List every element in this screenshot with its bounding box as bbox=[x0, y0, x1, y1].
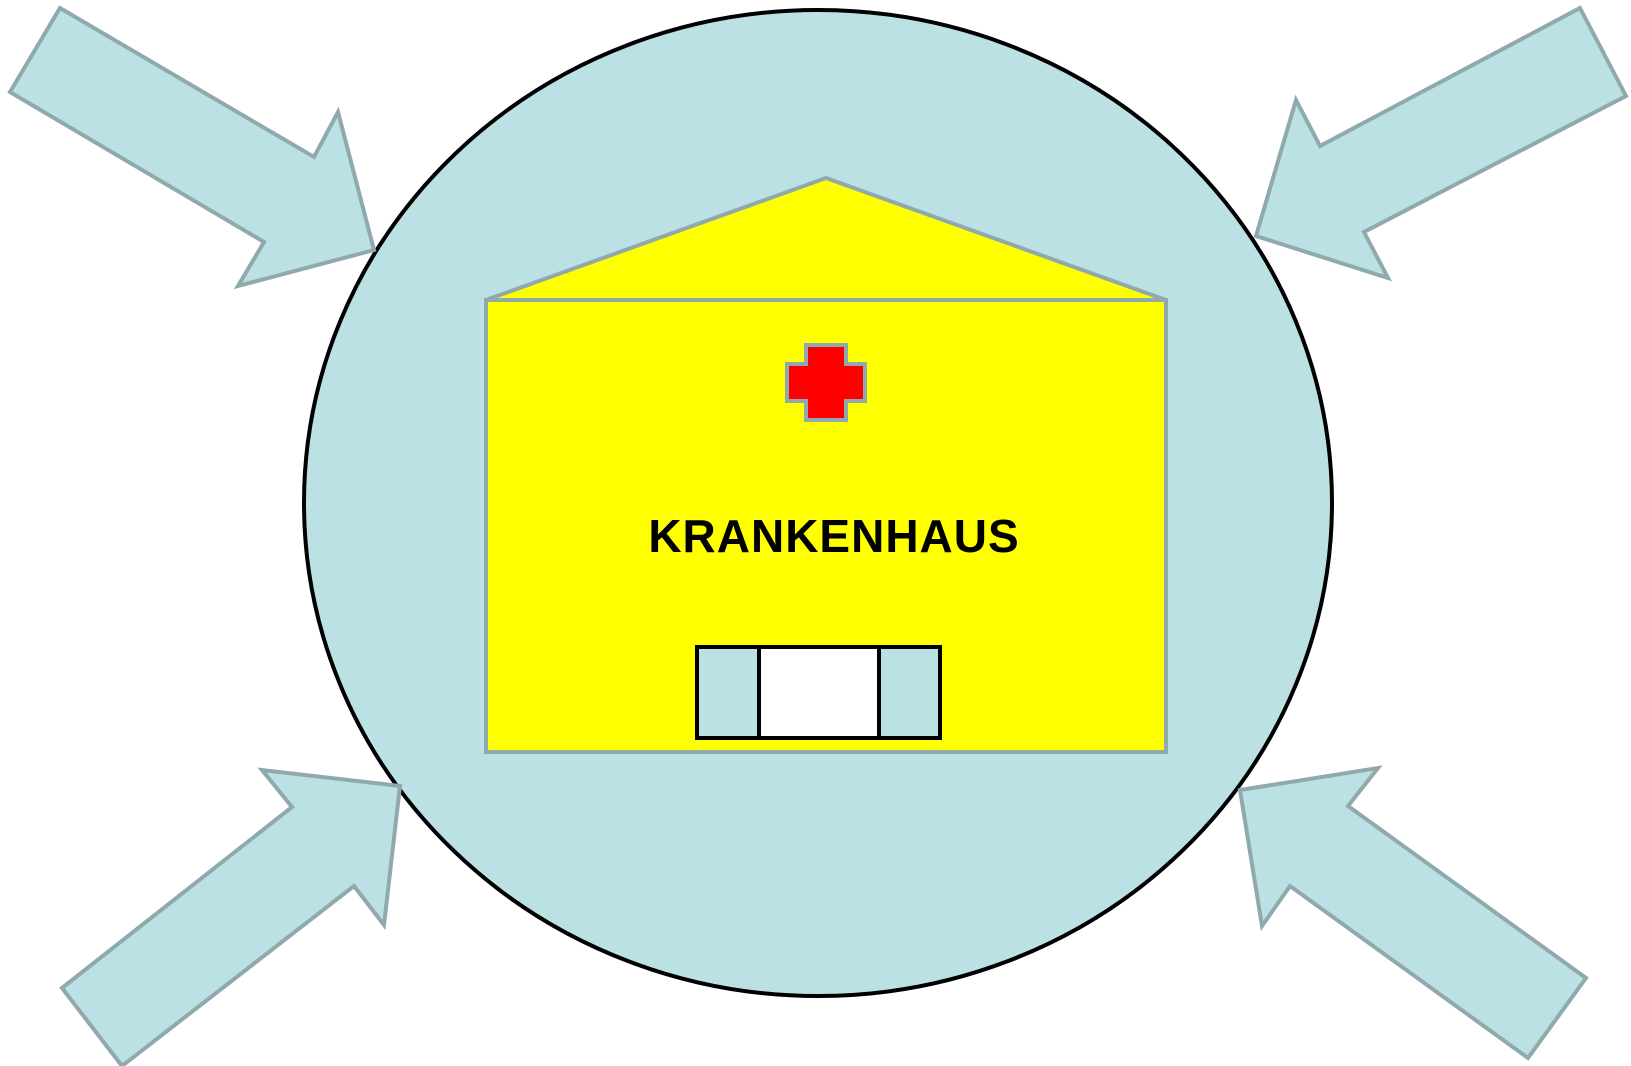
entrance-right-panel bbox=[879, 647, 940, 738]
arrow-top-right bbox=[1256, 8, 1626, 278]
arrow-bottom-right bbox=[1240, 768, 1586, 1058]
entrance-left-panel bbox=[697, 647, 759, 738]
building-label: KRANKENHAUS bbox=[648, 510, 1019, 562]
entrance bbox=[697, 647, 940, 738]
entrance-door bbox=[759, 647, 879, 738]
arrow-top-left bbox=[10, 8, 374, 286]
arrow-bottom-left bbox=[62, 770, 400, 1066]
